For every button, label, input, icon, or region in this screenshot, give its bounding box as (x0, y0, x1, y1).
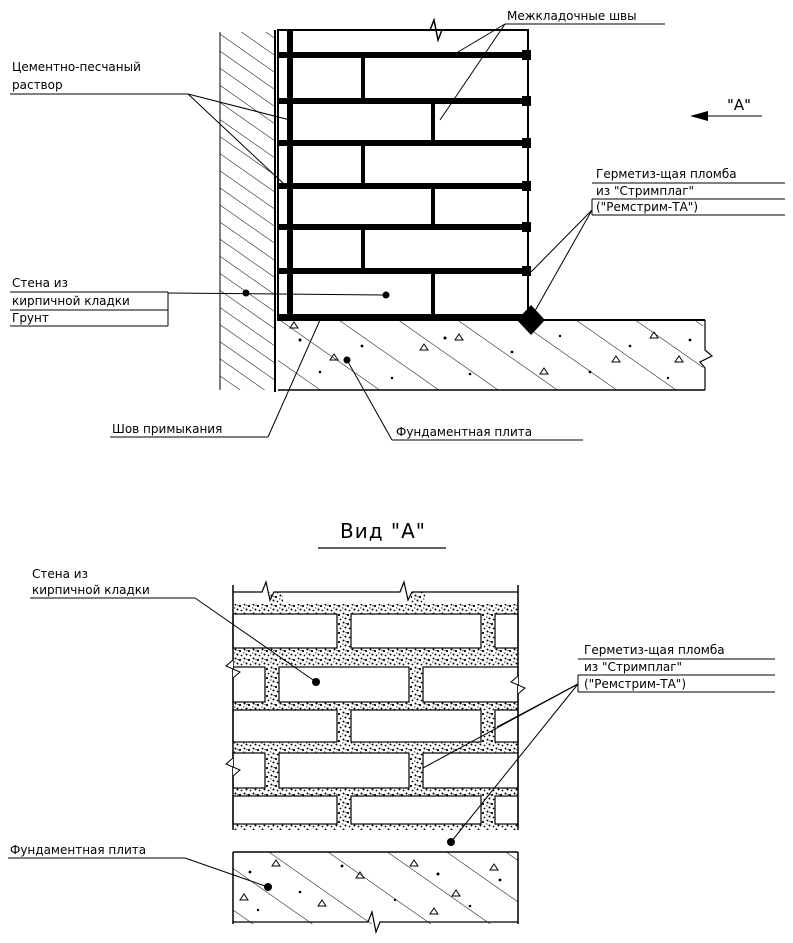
plan-view: Вид "А" (8, 519, 775, 935)
label-soil: Грунт (12, 311, 49, 325)
label-foundation: Фундаментная плита (396, 425, 532, 439)
label-sealant-2: из "Стримплаг" (596, 184, 694, 198)
label-cement-mortar-1: Цементно-песчаный (12, 60, 141, 74)
foundation-slab-elevation (232, 851, 519, 935)
label-view-sealant-2: из "Стримплаг" (584, 660, 682, 674)
label-sealant-3: ("Ремстрим-ТА") (596, 200, 698, 214)
soil-hatch (220, 32, 275, 390)
label-wall-2: кирпичной кладки (12, 294, 130, 308)
label-cement-mortar-2: раствор (12, 78, 63, 92)
label-view-wall-1: Стена из (32, 567, 88, 581)
label-sealant-1: Герметиз-щая пломба (596, 167, 737, 181)
foundation-slab-section (278, 319, 714, 391)
view-arrow-icon (690, 111, 708, 121)
brick-wall-section (277, 17, 531, 321)
corner-sealant-diamond (517, 305, 545, 335)
label-wall-1: Стена из (12, 276, 68, 290)
label-interlaying-joints: Межкладочные швы (507, 9, 637, 23)
label-view-marker: "А" (727, 96, 751, 114)
view-a-title: Вид "А" (340, 519, 426, 543)
label-view-wall-2: кирпичной кладки (32, 583, 150, 597)
section-view: Межкладочные швы Цементно-песчаный раств… (10, 9, 785, 441)
brick-wall-elevation (225, 579, 526, 830)
label-view-foundation: Фундаментная плита (10, 843, 146, 857)
label-adjoining-joint: Шов примыкания (112, 422, 222, 436)
label-view-sealant-1: Герметиз-щая пломба (584, 643, 725, 657)
label-view-sealant-3: ("Ремстрим-ТА") (584, 677, 686, 691)
